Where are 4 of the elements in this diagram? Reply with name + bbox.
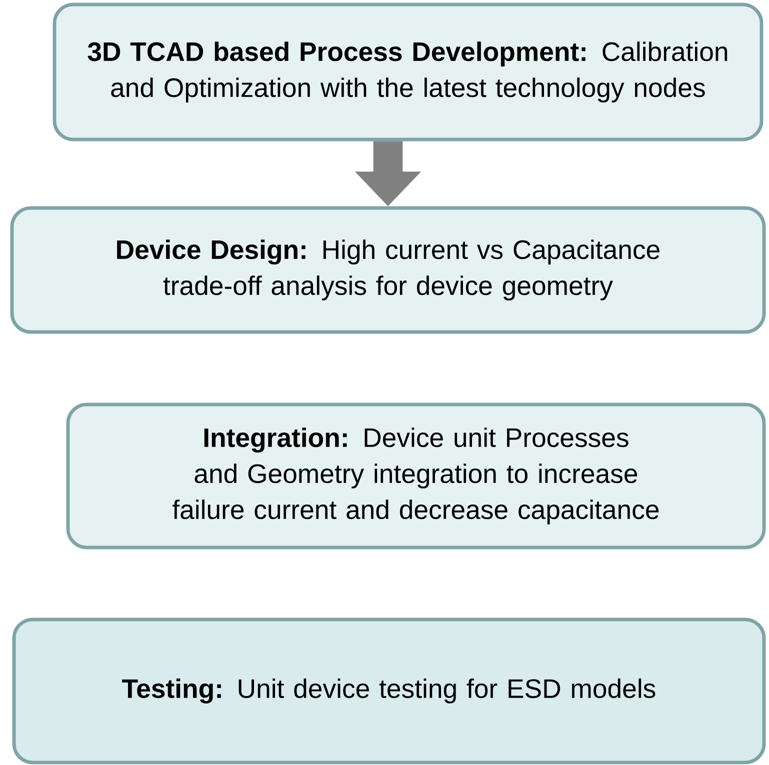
process-box: Integration: Device unit Processes and Geometry integration to increase failure current and decrease capacitance: [66, 402, 766, 550]
process-box: 3D TCAD based Process Development: Calibration and Optimization with the latest technology nodes: [52, 2, 764, 142]
process-box: Device Design: High current vs Capacitance trade-off analysis for device geometry: [10, 206, 766, 334]
process-box: Testing: Unit device testing for ESD models: [12, 618, 766, 764]
